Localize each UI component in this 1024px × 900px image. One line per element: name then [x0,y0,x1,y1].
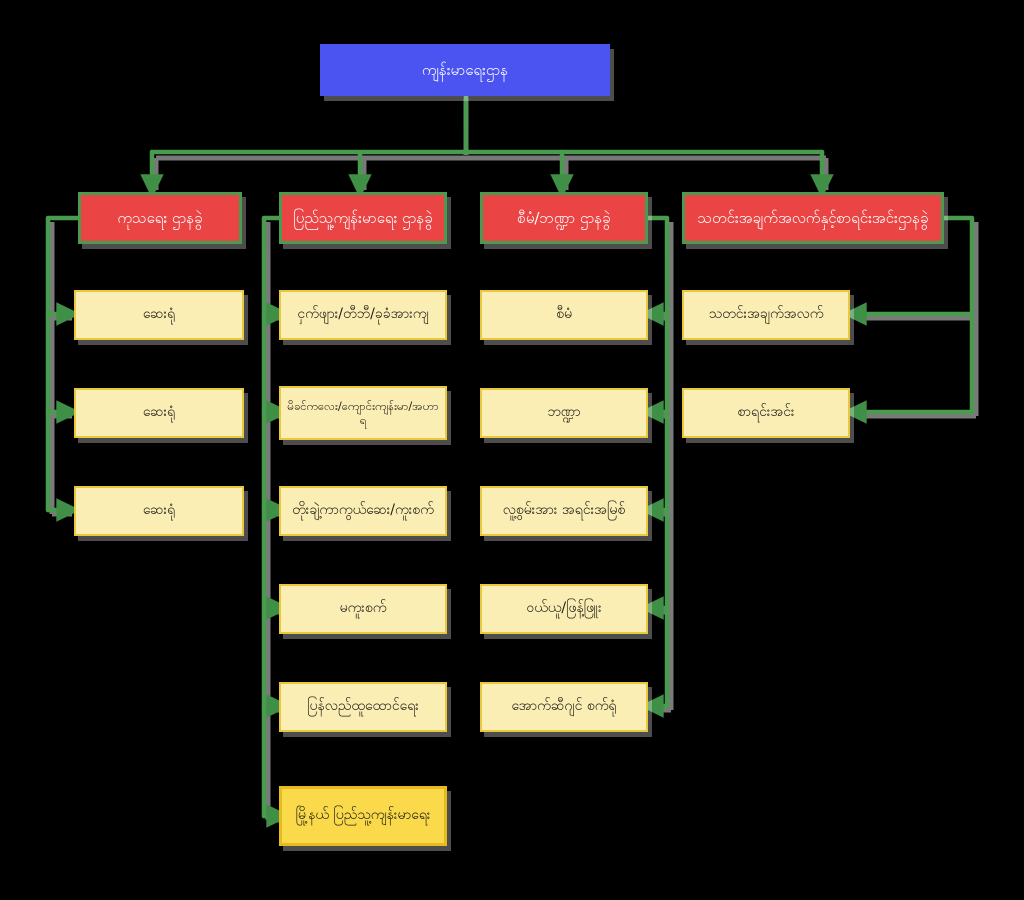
leaf-label: ငှက်ဖျား/တီဘီ/ခုခံအားကျ [297,306,429,323]
leaf-info-1[interactable]: သတင်းအချက်အလက် [682,290,850,340]
wire-info-spine [941,215,975,415]
wire-admin-spine [645,215,670,709]
department-treatment[interactable]: ကုသရေး ဌာနခွဲ [78,192,242,244]
leaf-treatment-1[interactable]: ဆေးရုံ [74,290,244,340]
leaf-admin-3[interactable]: လူ့စွမ်းအား အရင်းအမြစ် [480,486,648,536]
leaf-public-4[interactable]: မကူးစက် [279,584,447,634]
leaf-label: ဆေးရုံ [142,306,176,323]
leaf-label: တိုးချဲ့ကာကွယ်ဆေး/ကူးစက် [292,502,434,519]
leaf-info-2[interactable]: စာရင်းအင်း [682,388,850,438]
department-information-statistics-label: သတင်းအချက်အလက်နှင့်စာရင်းအင်းဌာနခွဲ [697,208,929,227]
leaf-label: လူ့စွမ်းအား အရင်းအမြစ် [502,502,626,519]
leaf-label: စာရင်းအင်း [737,404,795,421]
leaf-public-3[interactable]: တိုးချဲ့ကာကွယ်ဆေး/ကူးစက် [279,486,447,536]
department-information-statistics[interactable]: သတင်းအချက်အလက်နှင့်စာရင်းအင်းဌာနခွဲ [682,192,944,244]
leaf-admin-4[interactable]: ဝယ်ယူ/ဖြန့်ဖြူး [480,584,648,634]
leaf-admin-5[interactable]: အောက်ဆီဂျင် စက်ရုံ [480,682,648,732]
leaf-label: ဘဏ္ဍာ [547,404,581,421]
leaf-treatment-2[interactable]: ဆေးရုံ [74,388,244,438]
department-public-health-label: ပြည်သူ့ကျန်းမာရေး ဌာနခွဲ [293,208,433,227]
leaf-label: စီမံ [556,306,572,323]
leaf-admin-2[interactable]: ဘဏ္ဍာ [480,388,648,438]
leaf-label: မိခင်ကလေး/ကျောင်းကျန်းမာ/အဟာရ [287,398,439,427]
leaf-label: ဆေးရုံ [142,404,176,421]
wire-public-spine [261,215,286,819]
leaf-label: မြို့နယ် ပြည်သူ့ကျန်းမာရေး [295,807,431,824]
department-admin-finance-label: စီမံ/ဘဏ္ဍာ ဌာနခွဲ [517,208,611,227]
leaf-label: ပြန်လည်ထူထောင်ရေး [307,698,419,715]
leaf-public-6-township[interactable]: မြို့နယ် ပြည်သူ့ကျန်းမာရေး [279,786,447,846]
leaf-label: ဝယ်ယူ/ဖြန့်ဖြူး [526,600,602,617]
root-label: ကျန်းမာရေးဌာန [421,60,509,79]
leaf-label: မကူးစက် [339,600,387,617]
department-public-health[interactable]: ပြည်သူ့ကျန်းမာရေး ဌာနခွဲ [279,192,447,244]
leaf-public-1[interactable]: ငှက်ဖျား/တီဘီ/ခုခံအားကျ [279,290,447,340]
leaf-label: ဆေးရုံ [142,502,176,519]
root-node[interactable]: ကျန်းမာရေးဌာန [320,44,610,96]
department-treatment-label: ကုသရေး ဌာနခွဲ [117,208,203,227]
leaf-admin-1[interactable]: စီမံ [480,290,648,340]
leaf-public-5[interactable]: ပြန်လည်ထူထောင်ရေး [279,682,447,732]
department-admin-finance[interactable]: စီမံ/ဘဏ္ဍာ ဌာနခွဲ [480,192,648,244]
leaf-public-2[interactable]: မိခင်ကလေး/ကျောင်းကျန်းမာ/အဟာရ [279,386,447,440]
leaf-label: သတင်းအချက်အလက် [708,306,824,323]
leaf-treatment-3[interactable]: ဆေးရုံ [74,486,244,536]
leaf-label: အောက်ဆီဂျင် စက်ရုံ [511,698,617,715]
